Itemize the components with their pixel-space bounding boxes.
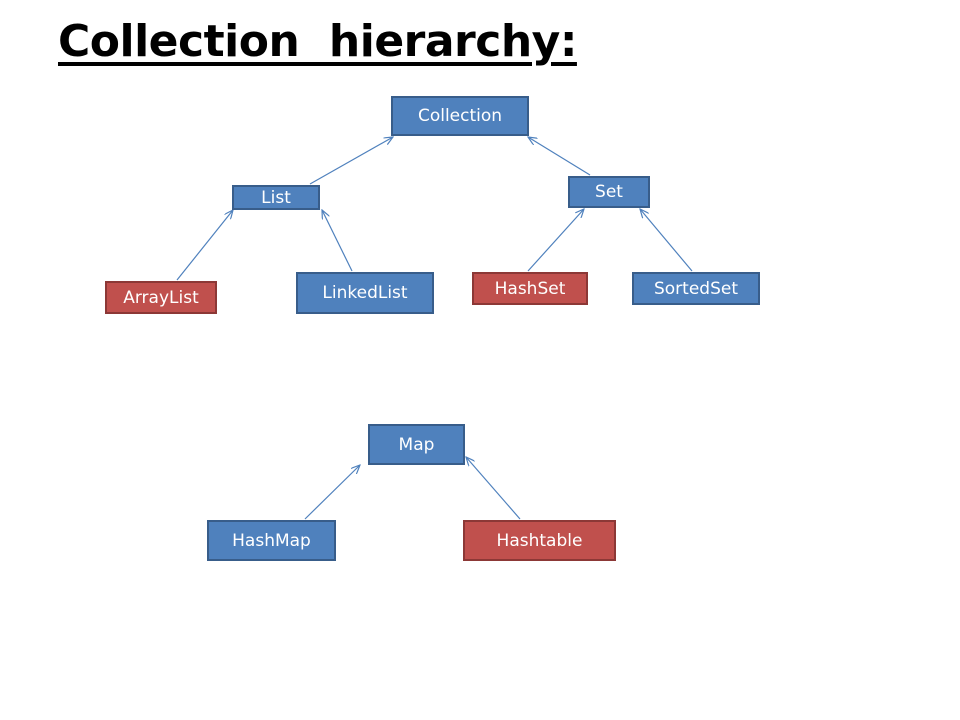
node-arraylist: ArrayList xyxy=(105,281,217,314)
node-linkedlist: LinkedList xyxy=(296,272,434,314)
edge-hashset-to-set xyxy=(527,209,584,272)
node-collection: Collection xyxy=(391,96,529,136)
node-map: Map xyxy=(368,424,465,465)
node-hashtable: Hashtable xyxy=(463,520,616,561)
node-sortedset: SortedSet xyxy=(632,272,760,305)
edge-linkedlist-to-list xyxy=(322,210,353,272)
slide-title: Collection hierarchy: xyxy=(58,16,577,67)
edge-sortedset-to-set xyxy=(640,209,693,272)
node-hashset: HashSet xyxy=(472,272,588,305)
node-hashmap: HashMap xyxy=(207,520,336,561)
node-set: Set xyxy=(568,176,650,208)
edge-list-to-collection xyxy=(309,137,393,185)
edge-hashtable-to-map xyxy=(466,457,521,520)
edge-hashmap-to-map xyxy=(304,465,360,520)
edge-arraylist-to-list xyxy=(176,210,233,281)
edge-set-to-collection xyxy=(528,137,591,176)
node-list: List xyxy=(232,185,320,210)
